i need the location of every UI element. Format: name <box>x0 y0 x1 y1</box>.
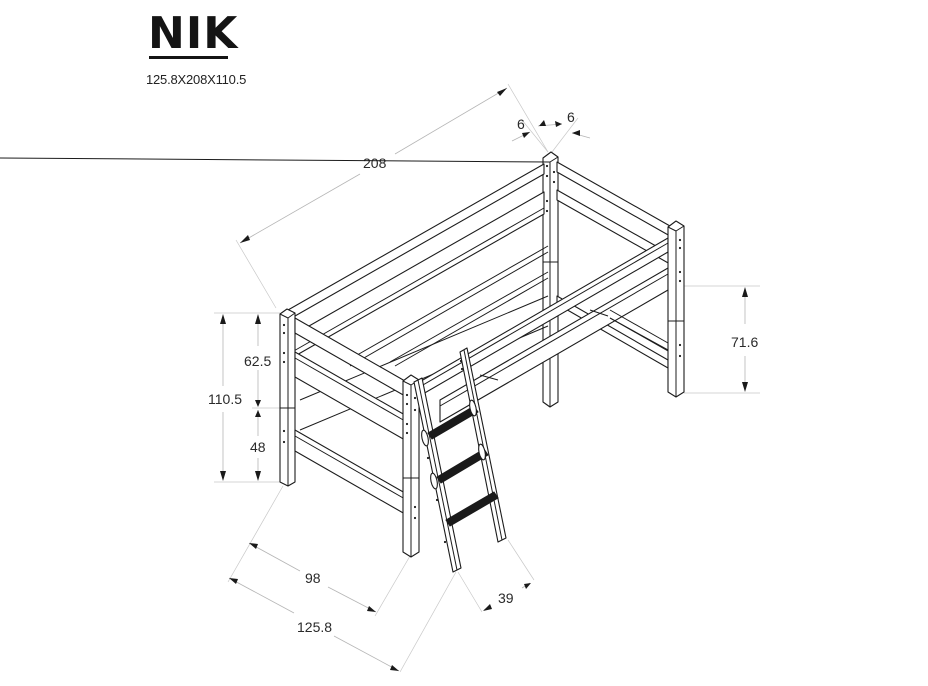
dim-lower-height-label: 48 <box>250 439 266 455</box>
dim-clearance-label: 71.6 <box>731 334 758 350</box>
dimension-labels: 208 6 6 62.5 110.5 48 71.6 98 125.8 39 <box>208 109 758 635</box>
post-front-left <box>402 374 420 558</box>
title-underline <box>149 56 228 59</box>
dim-post-right-label: 6 <box>567 109 575 125</box>
ladder <box>413 347 507 573</box>
right-end-braces <box>609 309 669 352</box>
back-end-rails <box>556 161 671 369</box>
dim-total-height-label: 110.5 <box>208 391 242 407</box>
ladder-tread <box>436 448 489 484</box>
ladder-tread <box>445 491 499 527</box>
dimension-lines <box>214 83 760 673</box>
dim-post-left-label: 6 <box>517 116 525 132</box>
post-front-right <box>667 220 685 398</box>
dim-length-label: 208 <box>363 155 387 171</box>
left-end-rails <box>294 317 406 515</box>
dim-inner-width-label: 98 <box>305 570 321 586</box>
product-title: NIK <box>148 8 239 59</box>
front-long-rails <box>415 237 669 423</box>
ladder-tread <box>427 405 479 440</box>
dim-total-width-label: 125.8 <box>297 619 332 635</box>
overall-dimensions: 125.8X208X110.5 <box>146 72 247 87</box>
post-back-right <box>0 151 559 408</box>
dim-ladder-width-label: 39 <box>498 590 514 606</box>
post-back-right-holes <box>545 164 556 213</box>
dim-upper-height-label: 62.5 <box>244 353 271 369</box>
post-back-left <box>279 308 296 487</box>
bed-frame <box>0 151 685 558</box>
